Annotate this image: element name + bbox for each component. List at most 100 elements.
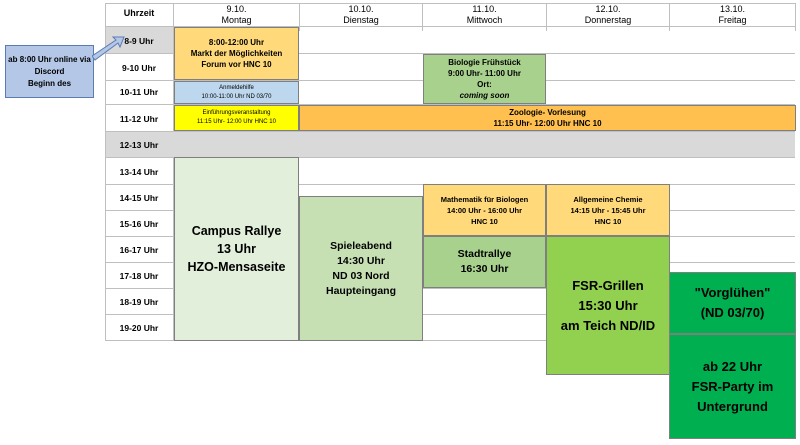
event-spieleabend[interactable]: Spieleabend 14:30 Uhr ND 03 Nord Hauptei… (299, 196, 423, 341)
event-zoologie[interactable]: Zoologie- Vorlesung 11:15 Uhr- 12:00 Uhr… (299, 105, 796, 131)
event-line: Biologie Frühstück (448, 58, 521, 67)
event-mathematik[interactable]: Mathematik für Biologen 14:00 Uhr - 16:0… (423, 184, 546, 236)
event-line: 9:00 Uhr- 11:00 Uhr (448, 69, 521, 78)
grid-line (105, 3, 106, 341)
grid-line (546, 3, 547, 31)
grid-line (105, 104, 795, 105)
event-line: 11:15 Uhr- 12:00 Uhr HNC 10 (493, 119, 602, 128)
header-day-monday: 9.10. Montag (174, 4, 299, 26)
event-vorgluehen[interactable]: "Vorglühen" (ND 03/70) (669, 272, 796, 334)
event-line: 14:30 Uhr (337, 254, 385, 267)
event-fsr-party[interactable]: ab 22 Uhr FSR-Party im Untergrund (669, 334, 796, 439)
event-line: Allgemeine Chemie (573, 194, 643, 204)
lunch-row-shade (106, 132, 795, 157)
grid-line (105, 340, 795, 341)
event-line: 13 Uhr (217, 242, 256, 256)
callout-line: Discord (34, 66, 65, 76)
callout-line: ab 8:00 Uhr online via (8, 54, 91, 64)
callout-line: Beginn des (27, 78, 72, 88)
day-name: Donnerstag (584, 15, 632, 25)
day-date: 11.10. (472, 4, 497, 14)
day-date: 13.10. (719, 4, 746, 14)
time-label: 9-10 Uhr (121, 62, 156, 73)
event-line: 10:00-11:00 Uhr ND 03/70 (201, 93, 272, 100)
grid-line (669, 3, 670, 31)
time-label: 11-12 Uhr (119, 113, 159, 124)
event-line: 15:30 Uhr (578, 297, 638, 313)
header-day-tuesday: 10.10. Dienstag (300, 4, 422, 26)
event-line: Campus Rallye (191, 224, 282, 238)
event-einfuehrung[interactable]: Einführungsveranstaltung 11:15 Uhr- 12:0… (174, 105, 299, 131)
grid-line (105, 157, 795, 158)
header-day-wednesday: 11.10. Mittwoch (423, 4, 546, 26)
day-name: Montag (221, 15, 252, 25)
event-line: Mathematik für Biologen (440, 194, 529, 204)
event-line: 16:30 Uhr (460, 263, 509, 275)
event-line: 14:15 Uhr - 15:45 Uhr (570, 205, 646, 215)
event-line: 11:15 Uhr- 12:00 Uhr HNC 10 (197, 119, 276, 125)
event-line: Ort: coming soon (460, 79, 510, 101)
event-line: Stadtrallye (457, 248, 512, 260)
day-date: 10.10. (348, 4, 374, 14)
event-line: Anmeldehilfe (219, 84, 254, 91)
time-label: 16-17 Uhr (119, 244, 159, 255)
event-line: 8:00-12:00 Uhr (208, 38, 265, 47)
event-line: HNC 10 (594, 216, 622, 226)
grid-line (795, 3, 796, 31)
time-label: 12-13 Uhr (119, 139, 159, 150)
day-name: Freitag (718, 15, 747, 25)
time-label: 14-15 Uhr (119, 192, 159, 203)
day-name: Dienstag (343, 15, 379, 25)
event-stadtrallye[interactable]: Stadtrallye 16:30 Uhr (423, 236, 546, 288)
header-day-friday: 13.10. Freitag (670, 4, 795, 26)
event-line: Untergrund (697, 398, 768, 414)
event-markt[interactable]: 8:00-12:00 Uhr Markt der Möglichkeiten F… (174, 27, 299, 80)
grid-line (105, 26, 795, 27)
event-line: ND 03 Nord (332, 269, 390, 282)
location-value: coming soon (459, 91, 510, 100)
time-label: 18-19 Uhr (119, 296, 159, 307)
time-label: 19-20 Uhr (119, 322, 159, 333)
grid-line (173, 3, 174, 341)
event-line: am Teich ND/ID (560, 317, 656, 333)
event-line: Haupteingang (326, 284, 396, 297)
event-line: ab 22 Uhr (702, 358, 763, 374)
callout-arrow-icon (92, 36, 125, 61)
discord-callout: ab 8:00 Uhr online via Discord Beginn de… (5, 45, 94, 98)
day-name: Mittwoch (466, 15, 503, 25)
event-line: (ND 03/70) (700, 305, 765, 320)
event-line: HNC 10 (471, 216, 498, 226)
event-biologie-fruehstueck[interactable]: Biologie Frühstück 9:00 Uhr- 11:00 Uhr O… (423, 54, 546, 104)
event-allgemeine-chemie[interactable]: Allgemeine Chemie 14:15 Uhr - 15:45 Uhr … (546, 184, 670, 236)
grid-line (105, 314, 795, 315)
event-line: HZO-Mensaseite (187, 260, 286, 274)
event-line: Einführungsveranstaltung (202, 110, 271, 116)
header-time-label: Uhrzeit (123, 8, 155, 18)
event-line: Forum vor HNC 10 (201, 60, 272, 69)
event-line: 14:00 Uhr - 16:00 Uhr (446, 205, 523, 215)
time-label: 8-9 Uhr (124, 35, 154, 46)
time-label: 10-11 Uhr (119, 86, 159, 97)
day-date: 9.10. (226, 4, 247, 14)
event-fsr-grillen[interactable]: FSR-Grillen 15:30 Uhr am Teich ND/ID (546, 236, 670, 375)
grid-line (105, 3, 795, 4)
event-line: FSR-Grillen (572, 277, 644, 293)
grid-line (105, 53, 795, 54)
event-line: FSR-Party im (691, 378, 774, 394)
grid-line (105, 131, 795, 132)
event-line: Spieleabend (330, 239, 392, 252)
event-line: "Vorglühen" (694, 285, 771, 300)
grid-line (422, 3, 423, 31)
time-label: 13-14 Uhr (119, 166, 159, 177)
event-line: Markt der Möglichkeiten (190, 49, 283, 58)
event-line: Zoologie- Vorlesung (509, 108, 586, 117)
time-label: 17-18 Uhr (119, 270, 159, 281)
event-campus-rallye[interactable]: Campus Rallye 13 Uhr HZO-Mensaseite (174, 157, 299, 341)
day-date: 12.10. (595, 4, 621, 14)
header-day-thursday: 12.10. Donnerstag (547, 4, 669, 26)
location-prefix: Ort: (477, 80, 492, 89)
grid-line (299, 3, 300, 31)
time-label: 15-16 Uhr (119, 218, 159, 229)
event-anmeldehilfe[interactable]: Anmeldehilfe 10:00-11:00 Uhr ND 03/70 (174, 81, 299, 104)
grid-line (105, 288, 795, 289)
